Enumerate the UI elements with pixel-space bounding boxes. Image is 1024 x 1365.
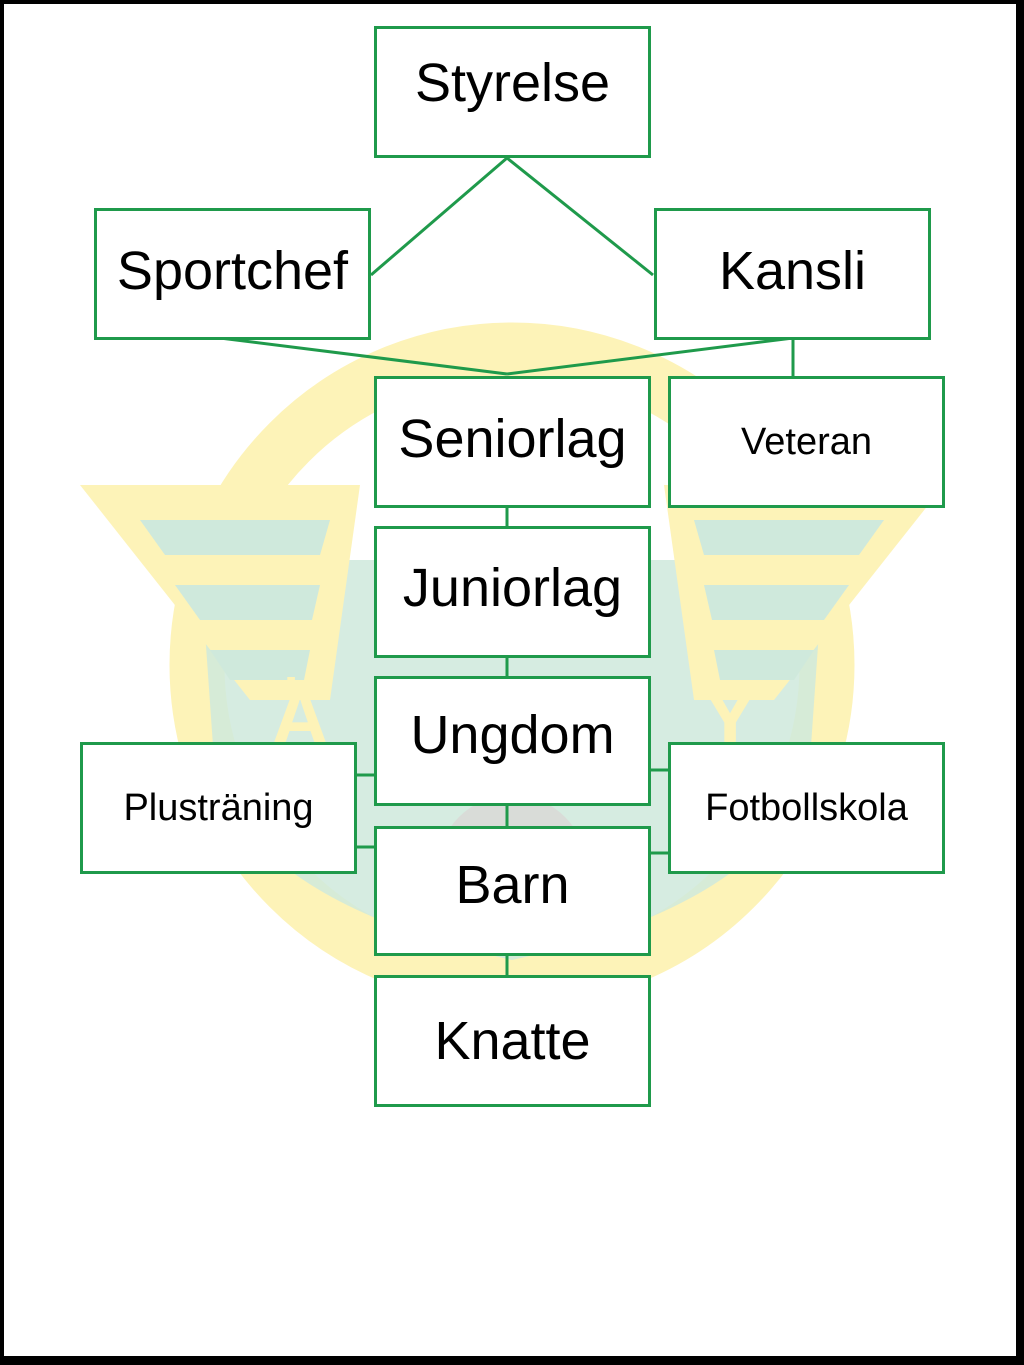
node-plustraning: Plusträning xyxy=(80,742,357,874)
connector-lines xyxy=(219,156,795,975)
line-styrelse-kansli xyxy=(506,156,654,277)
org-chart-page: Ä B Y Styrelse Sportchef Kansli Seniorla… xyxy=(4,4,1016,1356)
node-knatte: Knatte xyxy=(374,975,651,1107)
node-kansli: Kansli xyxy=(654,208,931,340)
line-kansli-seniorlag xyxy=(506,336,794,376)
node-ungdom: Ungdom xyxy=(374,676,651,806)
node-fotbollskola: Fotbollskola xyxy=(668,742,945,874)
logo-left-wing-feathers xyxy=(140,520,330,680)
node-juniorlag: Juniorlag xyxy=(374,526,651,658)
node-sportchef: Sportchef xyxy=(94,208,371,340)
line-sportchef-seniorlag xyxy=(219,336,508,376)
node-veteran: Veteran xyxy=(668,376,945,508)
node-seniorlag: Seniorlag xyxy=(374,376,651,508)
line-styrelse-sportchef xyxy=(370,156,508,277)
node-styrelse: Styrelse xyxy=(374,26,651,158)
node-barn: Barn xyxy=(374,826,651,956)
logo-right-wing-feathers xyxy=(694,520,884,680)
